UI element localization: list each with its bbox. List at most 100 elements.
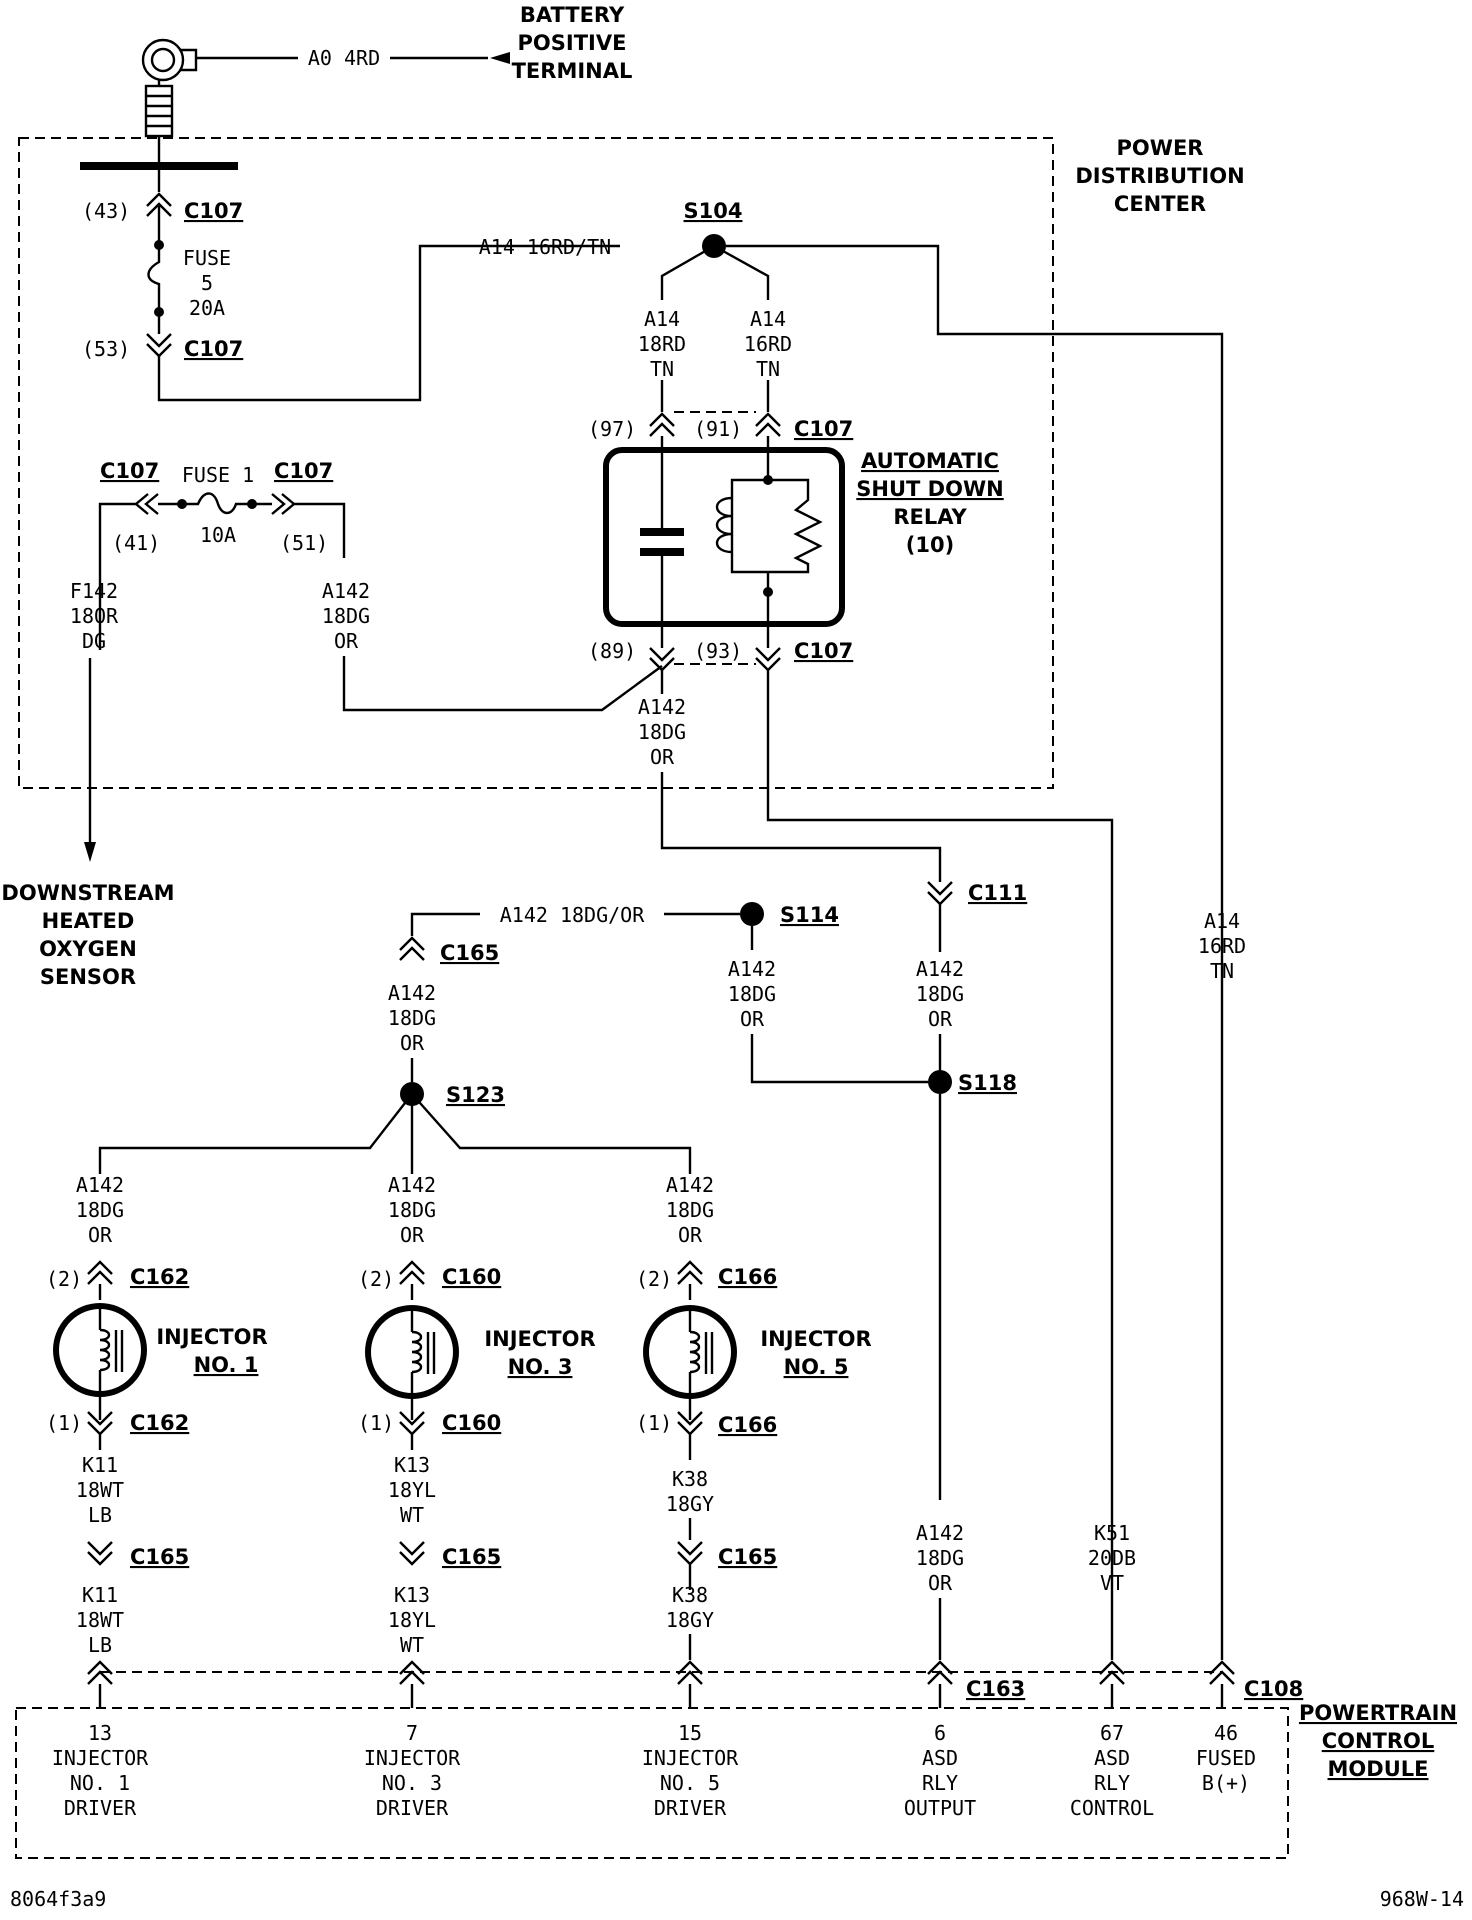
pin-desc: RLY <box>922 1771 958 1795</box>
pin-desc: DRIVER <box>654 1796 727 1820</box>
pcm-pin-67: 67 ASD RLY CONTROL <box>1070 1721 1154 1820</box>
wire-label: A142 <box>916 957 964 981</box>
pin-desc: DRIVER <box>64 1796 137 1820</box>
pin-number: 13 <box>88 1721 112 1745</box>
fuse-number: 5 <box>201 271 213 295</box>
connector-label: C107 <box>794 639 853 663</box>
connector-label: C108 <box>1244 1677 1303 1701</box>
wire-label: WT <box>400 1633 424 1657</box>
pdc-label: CENTER <box>1114 192 1206 216</box>
pin-label: (51) <box>280 531 328 555</box>
wire-label: A142 <box>728 957 776 981</box>
connector-icon <box>755 647 781 672</box>
wire-label: OR <box>678 1223 703 1247</box>
wire-label: TN <box>650 357 674 381</box>
wire-label: 18DG <box>388 1006 436 1030</box>
wire-label: A142 <box>916 1521 964 1545</box>
pin-label: (2) <box>358 1267 394 1291</box>
pin-desc: CONTROL <box>1070 1796 1154 1820</box>
fuse-rating: 20A <box>189 296 225 320</box>
pin-label: (1) <box>358 1411 394 1435</box>
resistor-icon <box>768 478 823 574</box>
injector-label: INJECTOR <box>484 1327 595 1351</box>
pin-desc: DRIVER <box>376 1796 449 1820</box>
splice-label: S114 <box>780 903 839 927</box>
pin-desc: FUSED <box>1196 1746 1256 1770</box>
connector-icon <box>134 493 159 515</box>
pin-label: (1) <box>636 1411 672 1435</box>
connector-icon <box>1209 1660 1235 1685</box>
fuse-label: FUSE 1 <box>182 463 254 487</box>
arrow-icon <box>490 52 510 64</box>
asd-relay <box>603 447 845 627</box>
pin-desc: NO. 3 <box>382 1771 442 1795</box>
pcm-label: POWERTRAIN <box>1299 1701 1457 1725</box>
injector-label: NO. 5 <box>784 1355 849 1379</box>
sensor-label: SENSOR <box>40 965 136 989</box>
pin-label: (2) <box>636 1267 672 1291</box>
wire-label: 18DG <box>322 604 370 628</box>
wire-label: OR <box>88 1223 113 1247</box>
wire-label: LB <box>88 1633 112 1657</box>
pin-desc: B(+) <box>1202 1771 1250 1795</box>
injector-label: NO. 1 <box>194 1353 259 1377</box>
pin-desc: ASD <box>1094 1746 1130 1770</box>
battery-label: POSITIVE <box>518 31 627 55</box>
battery-terminal-icon <box>141 38 198 138</box>
connector-icon <box>927 881 953 906</box>
sensor-label: DOWNSTREAM <box>1 881 174 905</box>
pin-desc: INJECTOR <box>364 1746 461 1770</box>
wire-label: 18DG <box>76 1198 124 1222</box>
connector-icon <box>146 333 172 358</box>
wire-label: A14 <box>644 307 680 331</box>
pin-label: (43) <box>82 199 130 223</box>
pdc-boundary <box>18 137 1054 789</box>
connector-label: C165 <box>130 1545 189 1569</box>
wire-label: K38 <box>672 1467 708 1491</box>
pin-label: (93) <box>694 639 742 663</box>
injector-label: INJECTOR <box>760 1327 871 1351</box>
wire-label: TN <box>756 357 780 381</box>
pin-label: (91) <box>694 417 742 441</box>
connector-icon <box>927 1660 953 1685</box>
relay-label: SHUT DOWN <box>856 477 1003 501</box>
wire-label: OR <box>400 1223 425 1247</box>
injector-3: A142 18DG OR (2) C160 INJECTOR NO. 3 (1)… <box>358 1173 596 1657</box>
wire-label: A142 <box>76 1173 124 1197</box>
capacitor-icon <box>640 528 684 536</box>
wire-label: 16RD <box>1198 934 1246 958</box>
pin-desc: RLY <box>1094 1771 1130 1795</box>
connector-label: C162 <box>130 1265 189 1289</box>
wire-label: A142 <box>322 579 370 603</box>
connector-icon <box>87 1660 113 1685</box>
pin-desc: OUTPUT <box>904 1796 976 1820</box>
connector-label: C107 <box>274 459 333 483</box>
wire-label: DG <box>82 629 106 653</box>
wire-label: K51 <box>1094 1521 1130 1545</box>
connector-icon <box>399 936 425 961</box>
wire-label: OR <box>400 1031 425 1055</box>
wire-label: 18RD <box>638 332 686 356</box>
connector-icon <box>399 1541 425 1566</box>
wire-label: A142 <box>666 1173 714 1197</box>
pin-label: (89) <box>588 639 636 663</box>
wire-label: 18YL <box>388 1608 436 1632</box>
connector-label: C107 <box>184 199 243 223</box>
connector-label: C107 <box>794 417 853 441</box>
wire-label: VT <box>1100 1571 1124 1595</box>
wire-label: 18GY <box>666 1608 714 1632</box>
wire-label: K13 <box>394 1583 430 1607</box>
connector-label: C160 <box>442 1265 501 1289</box>
connector-icon <box>677 1541 703 1566</box>
pin-desc: INJECTOR <box>642 1746 739 1770</box>
connector-label: C163 <box>966 1677 1025 1701</box>
pcm-boundary <box>15 1707 1289 1859</box>
pin-label: (97) <box>588 417 636 441</box>
sensor-label: OXYGEN <box>39 937 137 961</box>
coil-icon <box>689 1330 701 1374</box>
wire-label: 18DG <box>666 1198 714 1222</box>
footer-ref: 968W-14 <box>1380 1887 1464 1911</box>
wire-label: A142 18DG/OR <box>500 903 645 927</box>
pcm-pin-13: 13 INJECTOR NO. 1 DRIVER <box>52 1721 149 1820</box>
connector-icon <box>87 1541 113 1566</box>
